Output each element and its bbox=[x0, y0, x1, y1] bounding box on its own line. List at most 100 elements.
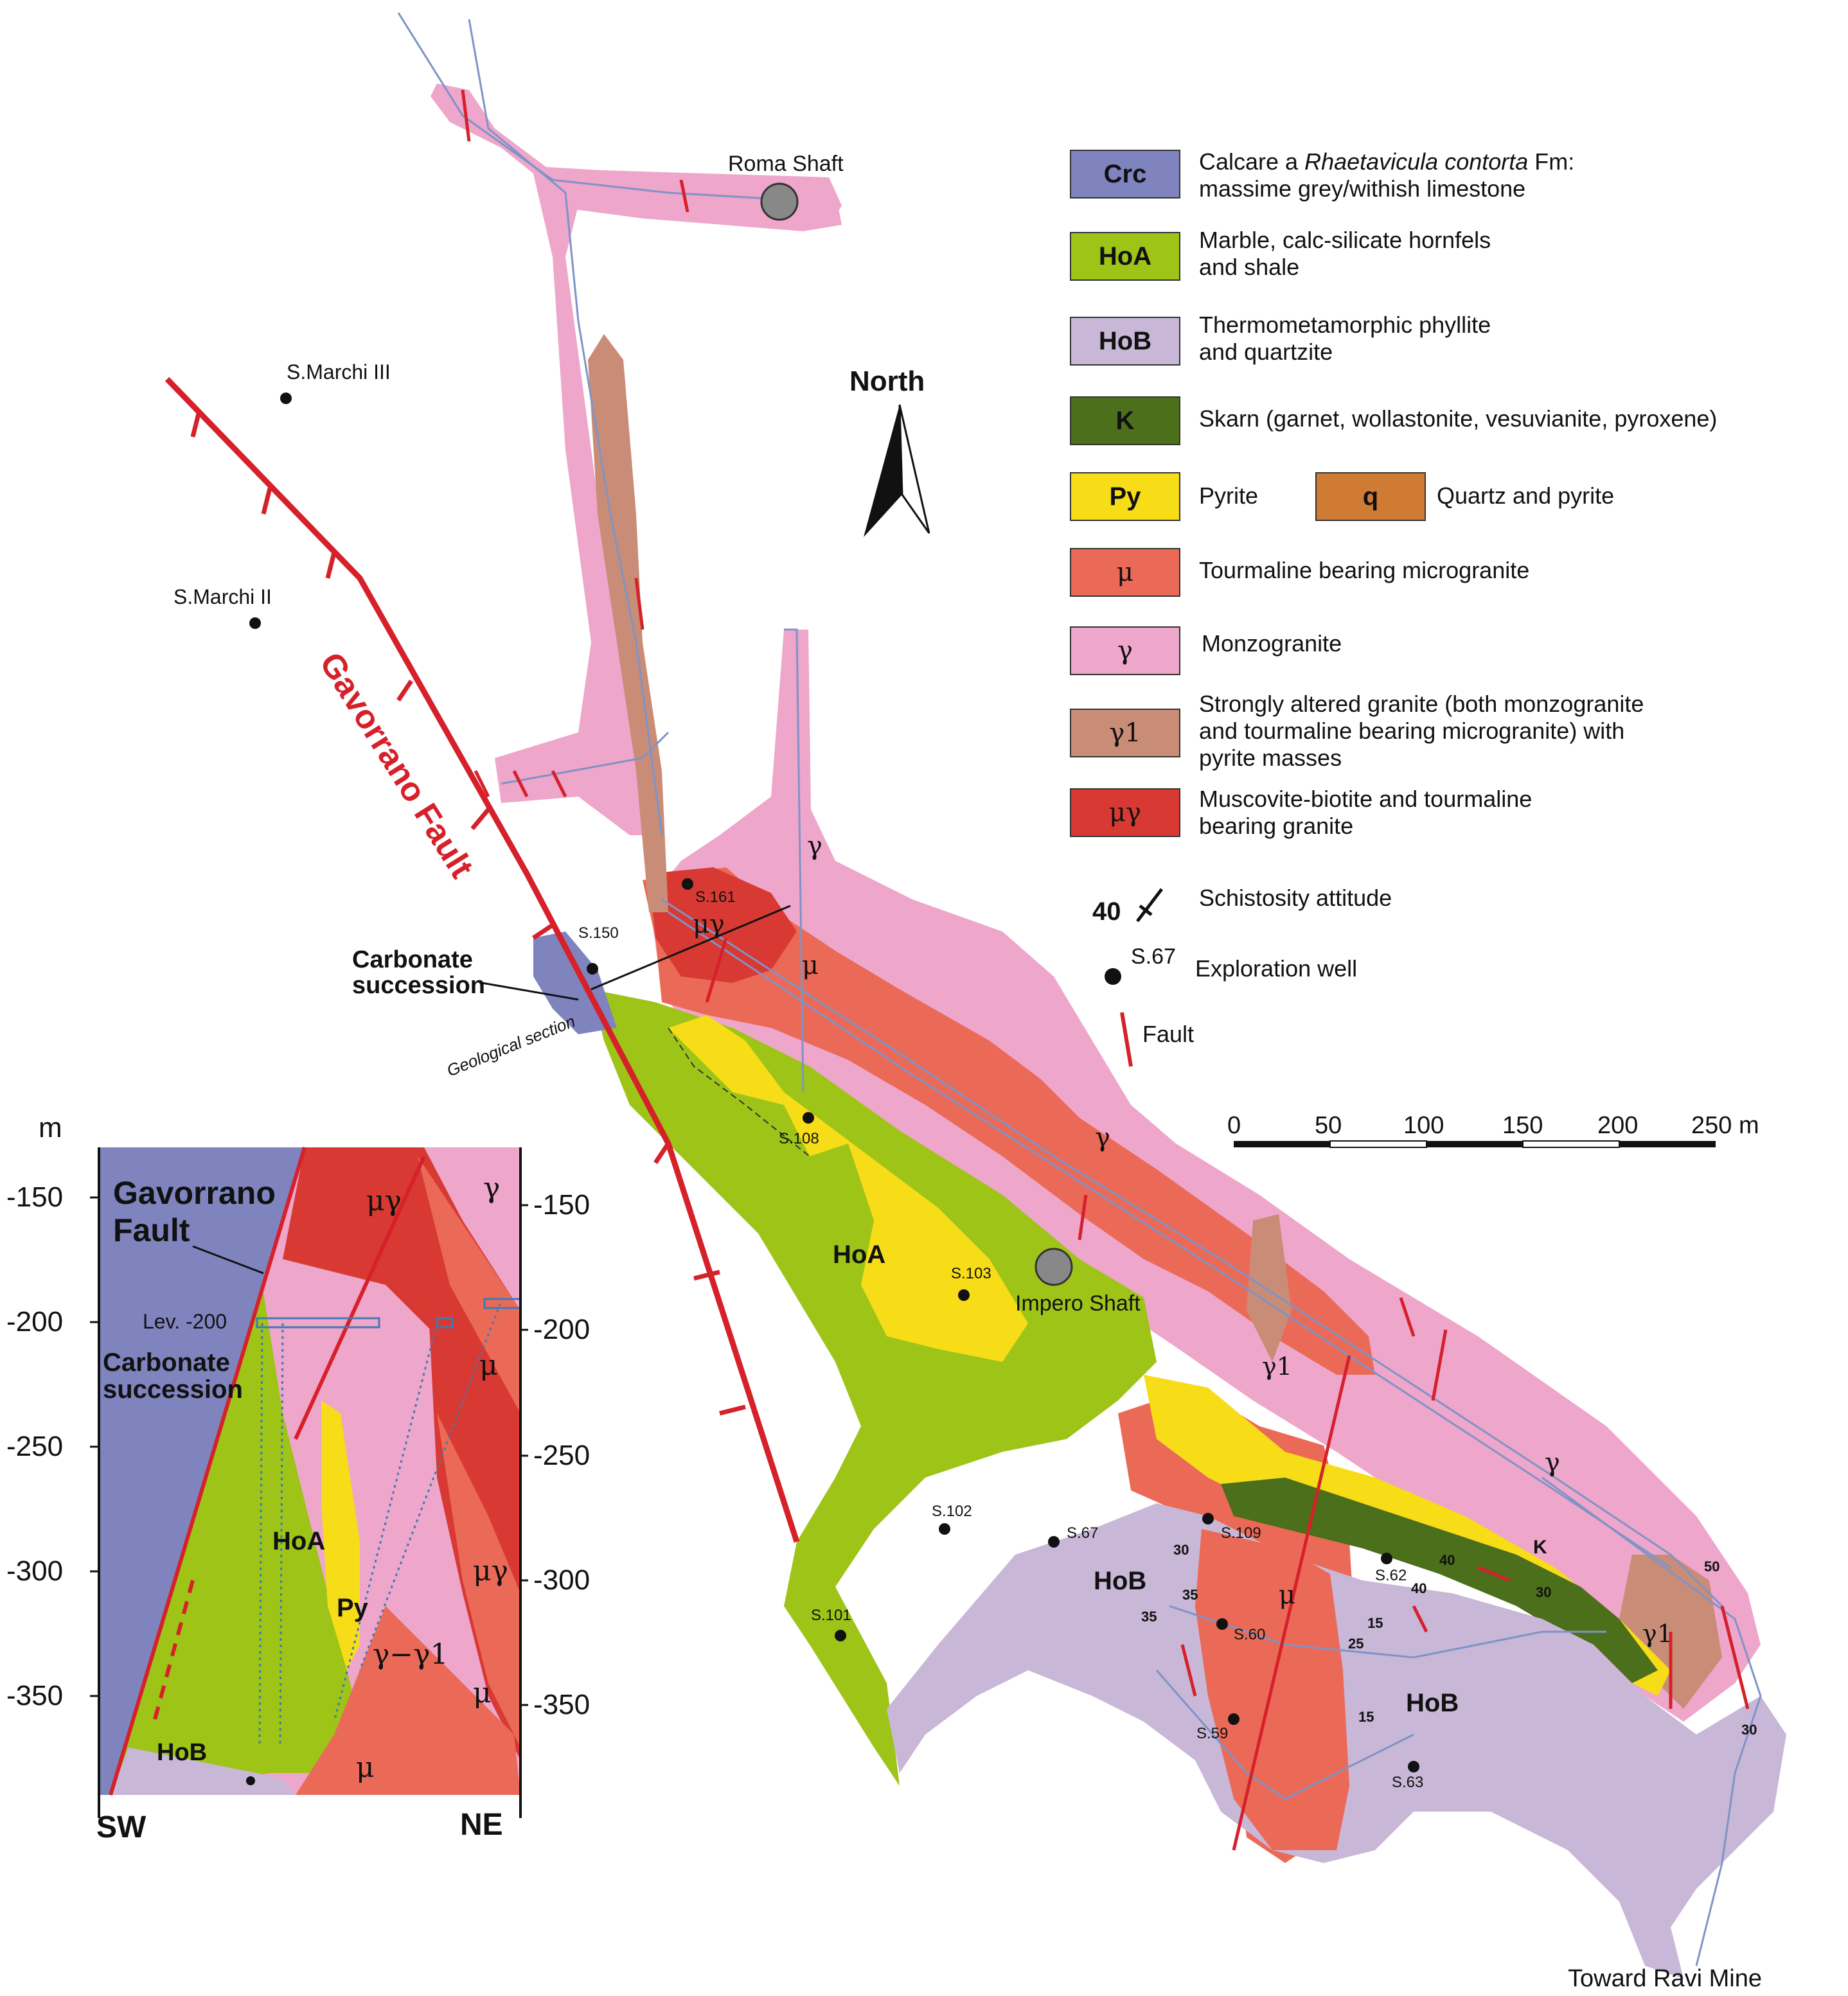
scale-segment bbox=[1426, 1141, 1523, 1147]
tunnel-north-1 bbox=[397, 12, 778, 200]
section-gamma-gamma1-label: γ−γ1 bbox=[373, 1638, 448, 1671]
section-hoa bbox=[111, 1285, 360, 1795]
scale-tick-label: 200 bbox=[1597, 1112, 1638, 1139]
unit-mugamma bbox=[649, 867, 797, 983]
fault-tick bbox=[693, 1269, 720, 1281]
label-roma-shaft: Roma Shaft bbox=[728, 152, 844, 176]
legend-code: HoA bbox=[1099, 242, 1151, 270]
fault-trace bbox=[1720, 1605, 1750, 1709]
mine-tunnels bbox=[397, 12, 1762, 1966]
section-axis-unit: m bbox=[39, 1112, 62, 1144]
section-tick-label: -350 bbox=[6, 1680, 63, 1711]
dip-value: 30 bbox=[1536, 1584, 1551, 1600]
section-drill-line bbox=[333, 1323, 438, 1722]
dip-value: 15 bbox=[1358, 1709, 1374, 1725]
roma-shaft-symbol bbox=[760, 182, 799, 221]
impero-shaft-symbol bbox=[1035, 1248, 1073, 1286]
legend-text: Muscovite-biotite and tourmaline bbox=[1199, 786, 1532, 812]
section-tick-label: -250 bbox=[533, 1440, 590, 1471]
fault-trace bbox=[1399, 1297, 1416, 1337]
section-level-tunnel bbox=[256, 1317, 380, 1329]
section-carbonate bbox=[99, 1147, 305, 1795]
legend-swatch-mugamma bbox=[1070, 788, 1180, 837]
scale-segment bbox=[1619, 1141, 1716, 1147]
north-arrow-left bbox=[864, 405, 902, 537]
label-carbonate: Carbonate bbox=[352, 946, 473, 973]
legend-text: Thermometamorphic phyllite bbox=[1199, 312, 1491, 338]
section-carbonate-label: Carbonate bbox=[103, 1348, 230, 1377]
legend-text: Fault bbox=[1142, 1021, 1194, 1047]
unit-gamma1-north bbox=[588, 334, 668, 912]
well-label: S.59 bbox=[1196, 1725, 1228, 1742]
legend-text: pyrite masses bbox=[1199, 745, 1342, 771]
fault-trace bbox=[705, 937, 728, 1003]
legend-code: μγ bbox=[1109, 798, 1141, 827]
fault-trace bbox=[679, 179, 689, 213]
scale-tick-label: 50 bbox=[1315, 1112, 1342, 1139]
schistosity-symbol bbox=[1136, 888, 1163, 923]
scale-tick-label: 0 bbox=[1227, 1112, 1241, 1139]
dip-value: 40 bbox=[1439, 1552, 1455, 1568]
dip-value: 35 bbox=[1182, 1587, 1198, 1603]
legend-swatch-mu bbox=[1070, 548, 1180, 597]
legend-text: Exploration well bbox=[1195, 955, 1357, 982]
tunnel-shaft-n bbox=[784, 628, 804, 1093]
well-label: S.108 bbox=[779, 1130, 819, 1147]
well-label: S.Marchi II bbox=[173, 585, 272, 608]
unit-gamma1-mid bbox=[1247, 1214, 1292, 1362]
section-tick-label: -250 bbox=[6, 1431, 63, 1462]
legend-well-dot bbox=[1105, 968, 1121, 985]
fault-trace bbox=[512, 770, 529, 798]
legend-text: Tourmaline bearing microgranite bbox=[1199, 557, 1529, 583]
tunnel-main-b bbox=[668, 911, 1671, 1569]
legend-swatch-q bbox=[1315, 472, 1426, 521]
gavorrano-fault bbox=[164, 376, 800, 1543]
section-tick-label: -150 bbox=[533, 1189, 590, 1221]
legend-text: Schistosity attitude bbox=[1199, 885, 1392, 911]
legend-code: γ bbox=[1117, 636, 1133, 666]
section-fault-label: Gavorrano bbox=[113, 1175, 276, 1211]
fault-tick bbox=[532, 923, 554, 940]
label-gamma: γ bbox=[1545, 1448, 1560, 1478]
north-label: North bbox=[849, 366, 925, 397]
well-dot bbox=[958, 1289, 970, 1301]
tunnel-west bbox=[501, 731, 670, 785]
section-drill-line bbox=[258, 1323, 263, 1748]
label-toward-ravi: Toward Ravi Mine bbox=[1568, 1965, 1762, 1992]
label-impero-shaft: Impero Shaft bbox=[1015, 1291, 1141, 1316]
fault-trace bbox=[1078, 1194, 1088, 1241]
well-label: S.Marchi III bbox=[287, 360, 391, 384]
fault-tick bbox=[470, 808, 490, 831]
well-label: S.150 bbox=[578, 924, 619, 942]
legend-text: Pyrite bbox=[1199, 482, 1258, 509]
section-sw-label: SW bbox=[96, 1810, 147, 1844]
legend-code: μ bbox=[1117, 558, 1133, 587]
label-hoa: HoA bbox=[833, 1241, 885, 1269]
label-mu: μ bbox=[802, 951, 819, 980]
well-dot bbox=[682, 878, 693, 890]
section-fault-dashed bbox=[152, 1580, 195, 1722]
fault-tick bbox=[190, 411, 202, 437]
fault-trace bbox=[1431, 1329, 1448, 1401]
well-dot bbox=[939, 1523, 950, 1535]
well-dot bbox=[587, 963, 598, 975]
section-drill-line bbox=[279, 1323, 284, 1748]
section-gavorrano-fault bbox=[109, 1147, 307, 1796]
fault-trace bbox=[461, 89, 471, 142]
label-gamma1: γ1 bbox=[1642, 1620, 1673, 1648]
section-line bbox=[591, 905, 791, 991]
unit-skarn bbox=[1221, 1478, 1658, 1683]
section-fault-arrow bbox=[192, 1245, 264, 1275]
tunnel-south-b bbox=[1155, 1670, 1414, 1800]
legend-code: Crc bbox=[1104, 160, 1147, 188]
section-level-label: Lev. -200 bbox=[143, 1310, 227, 1333]
fault-tick bbox=[325, 552, 337, 579]
legend-well-code: S.67 bbox=[1131, 944, 1176, 969]
section-well-dot bbox=[246, 1776, 255, 1785]
legend-text: Skarn (garnet, wollastonite, vesuvianite… bbox=[1199, 405, 1717, 432]
well-dot bbox=[1216, 1618, 1228, 1630]
tunnel-north-2 bbox=[468, 19, 663, 836]
legend-code: K bbox=[1116, 407, 1135, 435]
tunnel-south bbox=[1169, 1605, 1606, 1659]
legend-swatch-k bbox=[1070, 396, 1180, 445]
